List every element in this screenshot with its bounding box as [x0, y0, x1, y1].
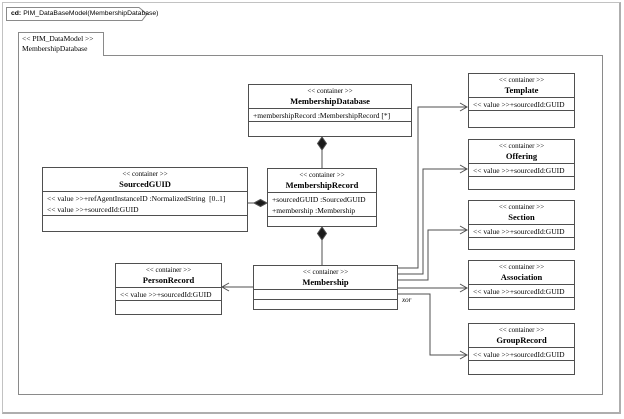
stereotype-label: << container >>	[307, 87, 353, 95]
class-membership: << container >> Membership	[253, 265, 398, 310]
stereotype-label: << container >>	[145, 266, 192, 274]
diagram-outer-border	[2, 2, 621, 414]
operations-compartment	[469, 237, 574, 249]
attributes-compartment: << value >>+sourcedId:GUID	[469, 163, 574, 176]
arrowhead-template-icon	[459, 102, 469, 112]
class-name: Template	[504, 85, 539, 95]
class-membershipdatabase: << container >> MembershipDatabase +memb…	[248, 84, 412, 137]
attributes-compartment: << value >>+sourcedId:GUID	[469, 284, 574, 297]
attributes-compartment: +sourcedGUID :SourcedGUID +membership :M…	[268, 192, 376, 216]
attribute: +membershipRecord :MembershipRecord [*]	[253, 111, 391, 120]
attribute: << value >>+sourcedId:GUID	[473, 287, 565, 296]
composition-membershiprecord-membership-diamond-icon	[316, 226, 328, 241]
composition-membershipdatabase-diamond-icon	[316, 136, 328, 151]
operations-compartment	[469, 110, 574, 127]
attribute: << value >>+sourcedId:GUID	[473, 227, 565, 236]
package-stereotype: << PIM_DataModel >>	[22, 34, 94, 43]
attribute: +membership :Membership	[272, 206, 356, 215]
attribute: << value >>+sourcedId:GUID	[47, 205, 139, 214]
class-name: Section	[508, 212, 535, 222]
attributes-compartment: << value >>+sourcedId:GUID	[469, 347, 574, 360]
class-name: Membership	[302, 277, 349, 287]
attribute: +sourcedGUID :SourcedGUID	[272, 195, 366, 204]
stereotype-label: << container >>	[302, 268, 349, 276]
operations-compartment	[254, 299, 397, 309]
class-association: << container >> Association << value >>+…	[468, 260, 575, 310]
class-name: SourcedGUID	[119, 179, 171, 189]
attribute: << value >>+sourcedId:GUID	[473, 166, 565, 175]
class-template: << container >> Template << value >>+sou…	[468, 73, 575, 128]
operations-compartment	[268, 216, 376, 226]
operations-compartment	[469, 176, 574, 189]
arrowhead-section-icon	[459, 225, 469, 235]
class-header: << container >> Template	[469, 74, 574, 97]
operations-compartment	[249, 121, 411, 136]
class-header: << container >> Association	[469, 261, 574, 284]
stereotype-label: << container >>	[299, 171, 345, 179]
stereotype-label: << container >>	[122, 170, 168, 178]
attributes-compartment: +membershipRecord :MembershipRecord [*]	[249, 108, 411, 121]
attributes-compartment	[254, 289, 397, 299]
stereotype-label: << container >>	[498, 263, 545, 271]
xor-constraint-label: xor	[402, 296, 412, 304]
association-membership-grouprecord-line	[398, 293, 467, 356]
association-membership-section-line	[398, 229, 467, 281]
package-tab: << PIM_DataModel >> MembershipDatabase	[18, 32, 104, 56]
stereotype-label: << container >>	[498, 203, 545, 211]
class-personrecord: << container >> PersonRecord << value >>…	[115, 263, 222, 315]
operations-compartment	[469, 297, 574, 309]
class-header: << container >> MembershipDatabase	[249, 85, 411, 108]
class-header: << container >> GroupRecord	[469, 324, 574, 347]
class-header: << container >> Membership	[254, 266, 397, 289]
operations-compartment	[469, 360, 574, 374]
stereotype-label: << container >>	[498, 142, 545, 150]
class-name: Offering	[505, 151, 538, 161]
class-header: << container >> PersonRecord	[116, 264, 221, 287]
class-grouprecord: << container >> GroupRecord << value >>+…	[468, 323, 575, 375]
arrowhead-offering-icon	[459, 164, 469, 174]
package-name: MembershipDatabase	[22, 44, 88, 53]
attribute: << value >>+refAgentInstanceID :Normaliz…	[47, 194, 226, 203]
operations-compartment	[116, 300, 221, 314]
class-name: Association	[500, 272, 543, 282]
class-header: << container >> Offering	[469, 140, 574, 163]
attributes-compartment: << value >>+sourcedId:GUID	[469, 97, 574, 110]
diagram-title-tab-shape	[6, 7, 148, 21]
class-membershiprecord: << container >> MembershipRecord +source…	[267, 168, 377, 227]
class-name: MembershipRecord	[285, 180, 359, 190]
stereotype-label: << container >>	[498, 326, 545, 334]
arrowhead-personrecord-icon	[220, 282, 230, 292]
arrowhead-grouprecord-icon	[459, 350, 469, 360]
operations-compartment	[43, 215, 247, 231]
class-name: PersonRecord	[142, 275, 195, 285]
package-frame	[18, 55, 603, 395]
class-name: MembershipDatabase	[290, 96, 370, 106]
attribute: << value >>+sourcedId:GUID	[120, 290, 212, 299]
attributes-compartment: << value >>+sourcedId:GUID	[469, 224, 574, 237]
class-sourcedguid: << container >> SourcedGUID << value >>+…	[42, 167, 248, 232]
diagram-title: cd:PIM_DataBaseModel(MembershipDatabase)	[11, 9, 158, 19]
association-membership-template-line	[398, 106, 467, 269]
class-offering: << container >> Offering << value >>+sou…	[468, 139, 575, 190]
attributes-compartment: << value >>+sourcedId:GUID	[116, 287, 221, 300]
stereotype-label: << container >>	[498, 76, 545, 84]
association-membership-offering-line	[398, 168, 467, 275]
diagram-name-label: PIM_DataBaseModel(MembershipDatabase)	[23, 10, 159, 17]
class-name: GroupRecord	[496, 335, 547, 345]
class-header: << container >> SourcedGUID	[43, 168, 247, 191]
arrowhead-association-icon	[459, 283, 469, 293]
attribute: << value >>+sourcedId:GUID	[473, 100, 565, 109]
class-header: << container >> MembershipRecord	[268, 169, 376, 192]
class-section: << container >> Section << value >>+sour…	[468, 200, 575, 250]
diagram-kind-label: cd:	[11, 10, 22, 17]
attribute: << value >>+sourcedId:GUID	[473, 350, 565, 359]
class-header: << container >> Section	[469, 201, 574, 224]
attributes-compartment: << value >>+refAgentInstanceID :Normaliz…	[43, 191, 247, 215]
